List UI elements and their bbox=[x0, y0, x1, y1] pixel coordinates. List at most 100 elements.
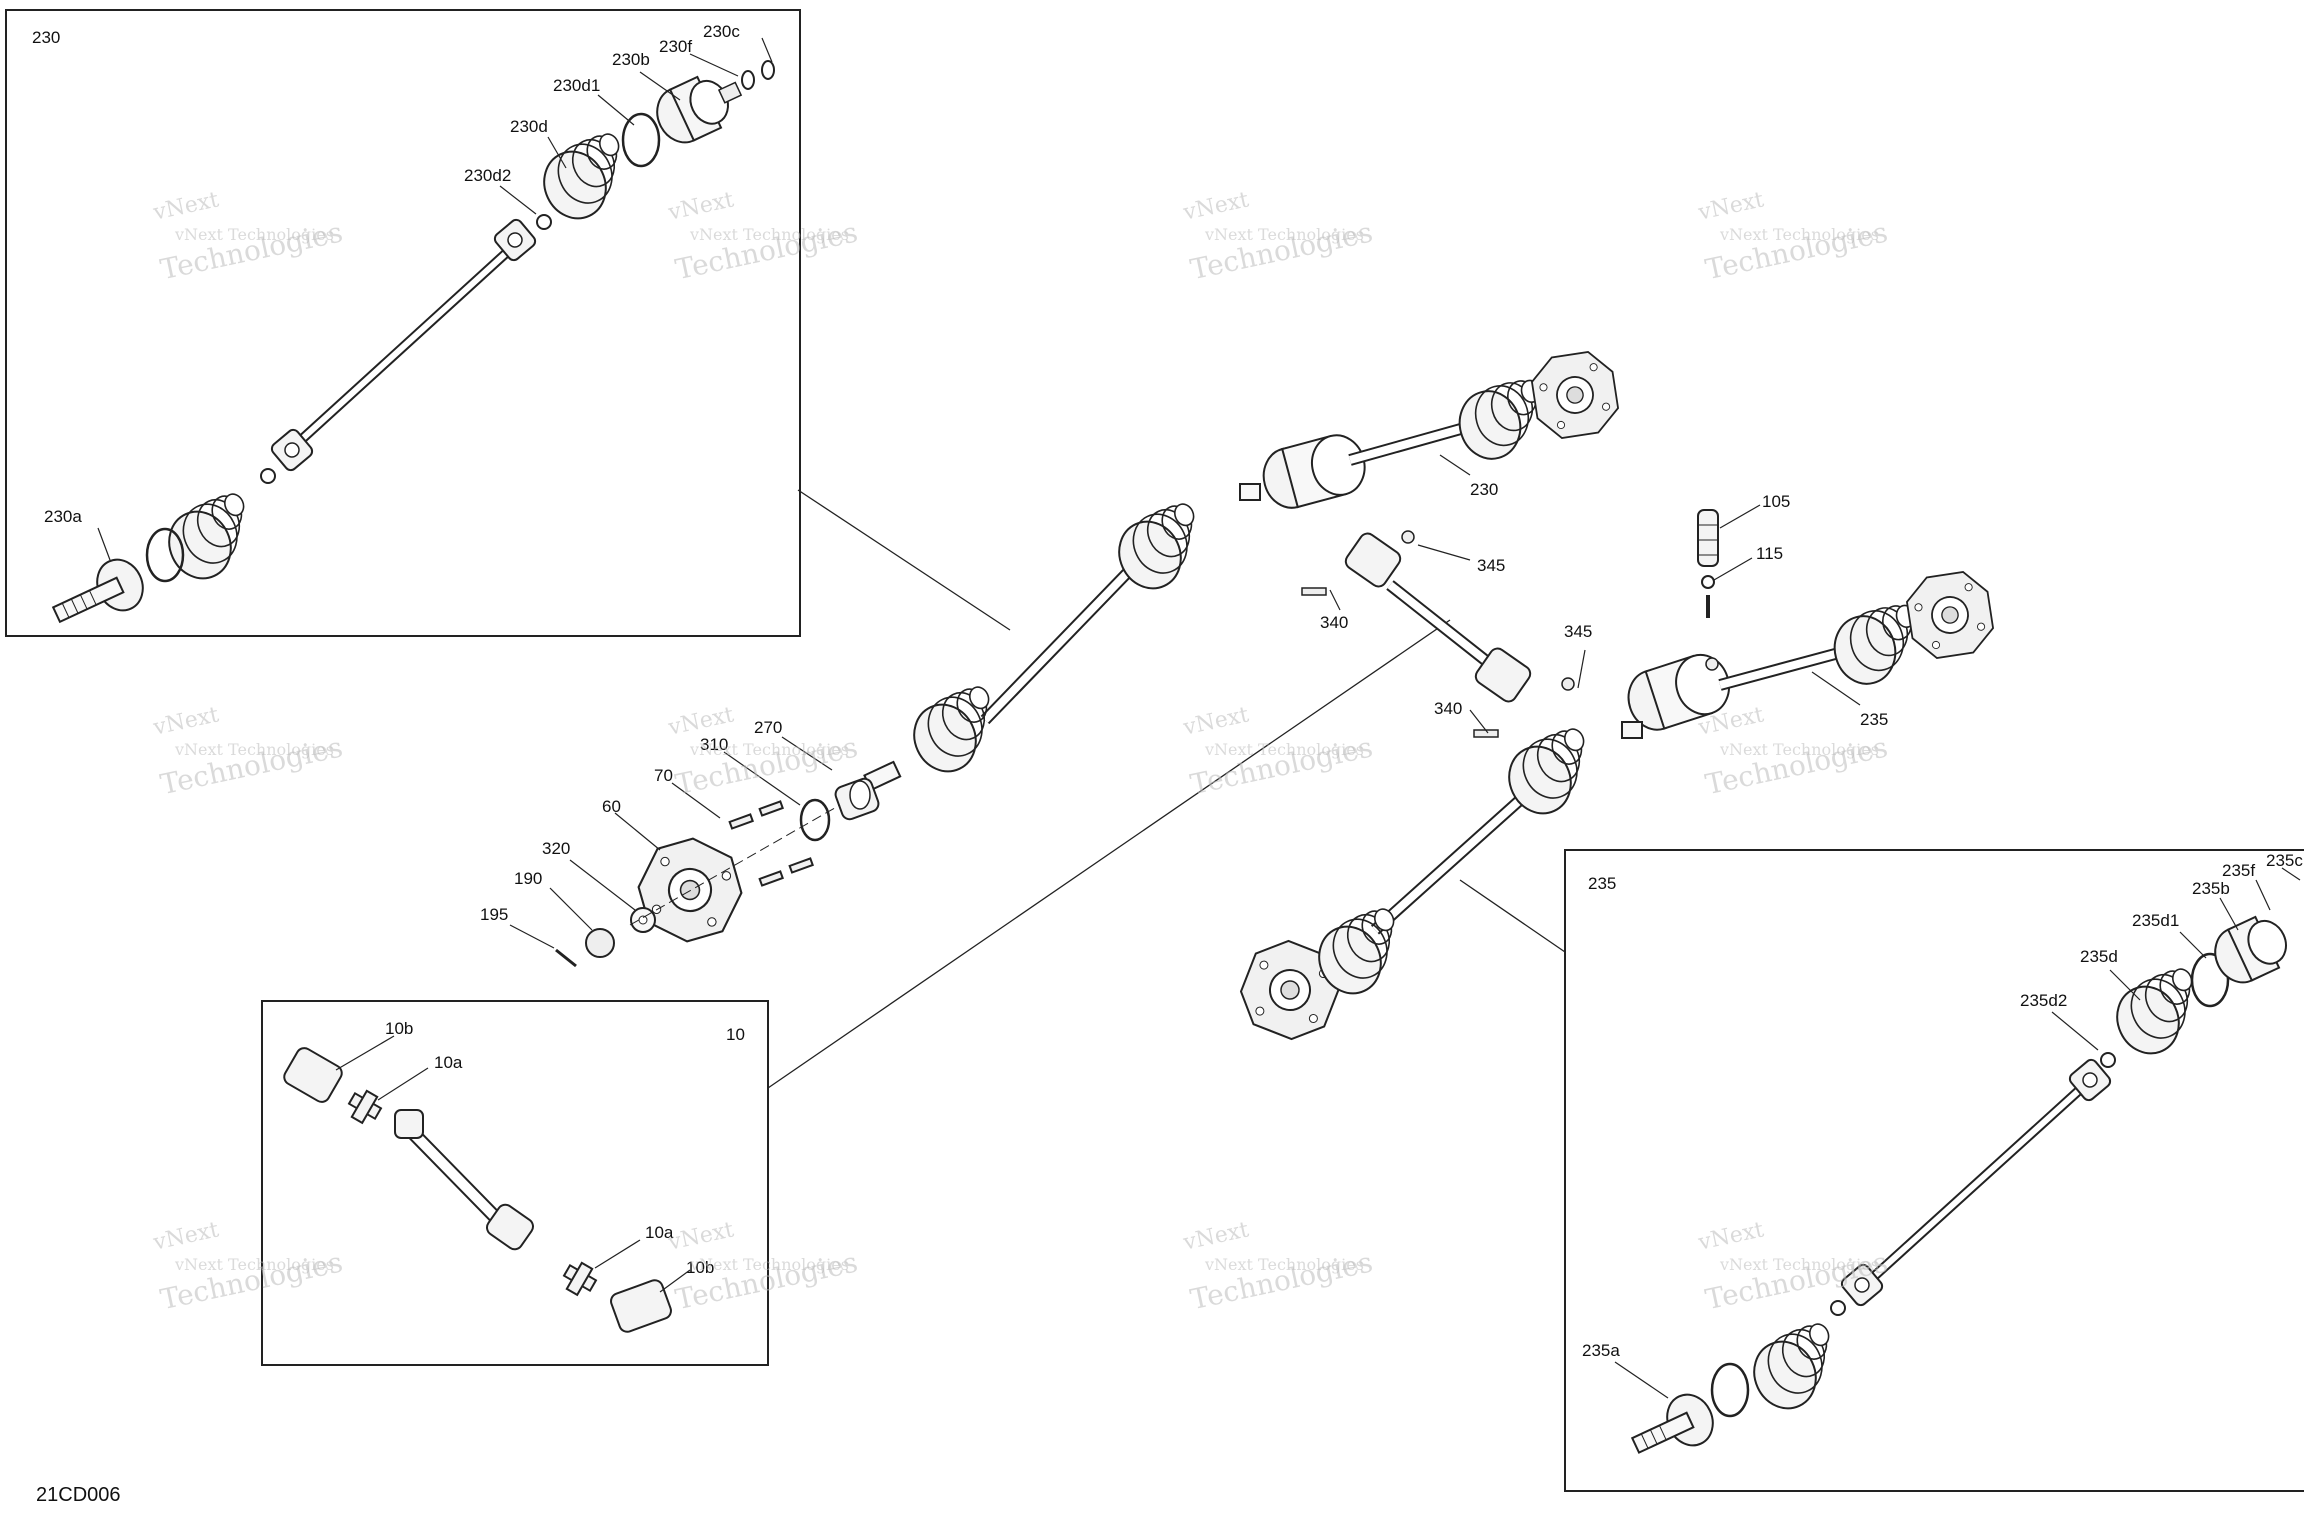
callout-70: 70 bbox=[654, 766, 673, 785]
callout-230: 230 bbox=[1470, 480, 1498, 499]
svg-text:vNext Technologies: vNext Technologies bbox=[174, 225, 334, 244]
watermark: vNext vNext Technologies Technologies bbox=[150, 187, 345, 286]
inset-230-boot-lower bbox=[156, 487, 268, 590]
watermark: vNext vNext Technologies Technologies bbox=[665, 187, 860, 286]
inset-10-yoke-lower bbox=[610, 1279, 672, 1333]
callout-310: 310 bbox=[700, 735, 728, 754]
label-10b-lower: 10b bbox=[686, 1258, 714, 1277]
svg-text:vNext: vNext bbox=[1180, 1217, 1251, 1255]
circlip-310 bbox=[799, 798, 831, 842]
callout-320: 320 bbox=[542, 839, 570, 858]
label-230c: 230c bbox=[703, 22, 740, 41]
callout-340-upper: 340 bbox=[1320, 613, 1348, 632]
wheel-hub-assembly bbox=[555, 777, 880, 968]
label-10a-lower: 10a bbox=[645, 1223, 674, 1242]
label-230d: 230d bbox=[510, 117, 548, 136]
driveshaft-230 bbox=[863, 338, 1632, 792]
label-230b: 230b bbox=[612, 50, 650, 69]
cotter-pin-195 bbox=[555, 948, 577, 968]
label-230d1: 230d1 bbox=[553, 76, 600, 95]
clamp-115 bbox=[1701, 575, 1715, 589]
watermark: vNext vNext Technologies Technologies bbox=[665, 1217, 860, 1316]
inset-235-stub-axle bbox=[1630, 1393, 1714, 1454]
callout-235: 235 bbox=[1860, 710, 1888, 729]
watermark: vNext vNext Technologies Technologies bbox=[1180, 1217, 1375, 1316]
svg-text:vNext: vNext bbox=[665, 1217, 736, 1255]
label-235d: 235d bbox=[2080, 947, 2118, 966]
svg-text:vNext: vNext bbox=[150, 187, 221, 225]
label-230f: 230f bbox=[659, 37, 692, 56]
inset-10-yoke-upper bbox=[283, 1047, 343, 1103]
svg-text:vNext: vNext bbox=[150, 702, 221, 740]
inset-235: 235 bbox=[1564, 849, 2304, 1492]
inset-230-tripod-lower bbox=[270, 428, 314, 472]
svg-text:vNext: vNext bbox=[150, 1217, 221, 1255]
label-235f: 235f bbox=[2222, 861, 2255, 880]
svg-text:vNext Technologies: vNext Technologies bbox=[689, 225, 849, 244]
callout-345-upper: 345 bbox=[1477, 556, 1505, 575]
callout-270: 270 bbox=[754, 718, 782, 737]
svg-text:vNext: vNext bbox=[1180, 702, 1251, 740]
inset-235-connector bbox=[1459, 879, 1566, 953]
inset-230-outer-cup bbox=[656, 75, 743, 144]
label-10a-upper: 10a bbox=[434, 1053, 463, 1072]
callout-60: 60 bbox=[602, 797, 621, 816]
inset-230-snap-ring bbox=[741, 70, 755, 90]
inset-10-frame bbox=[261, 1000, 769, 1366]
callout-115: 115 bbox=[1756, 544, 1783, 563]
inset-230-circlip bbox=[761, 60, 775, 80]
callout-190: 190 bbox=[514, 869, 542, 888]
inset-230-clamp-small bbox=[536, 214, 552, 230]
callout-345-lower: 345 bbox=[1564, 622, 1592, 641]
label-235b: 235b bbox=[2192, 879, 2230, 898]
svg-text:vNext: vNext bbox=[1180, 187, 1251, 225]
label-235d1: 235d1 bbox=[2132, 911, 2179, 930]
svg-text:vNext Technologies: vNext Technologies bbox=[1719, 1255, 1879, 1274]
callout-105: 105 bbox=[1762, 492, 1790, 511]
svg-text:vNext Technologies: vNext Technologies bbox=[174, 740, 334, 759]
inset-230-connector bbox=[797, 489, 1011, 631]
svg-text:vNext Technologies: vNext Technologies bbox=[1204, 225, 1364, 244]
driveshaft-235 bbox=[1233, 558, 2007, 1047]
breather-105 bbox=[1697, 509, 1719, 618]
svg-text:vNext Technologies: vNext Technologies bbox=[1204, 740, 1364, 759]
inset-235-boot-upper bbox=[2104, 962, 2216, 1065]
inset-230: 230 bbox=[5, 9, 801, 637]
watermark: vNext vNext Technologies Technologies bbox=[1695, 187, 1890, 286]
label-235a: 235a bbox=[1582, 1341, 1620, 1360]
inset-230-clamp-lower-small bbox=[260, 468, 276, 484]
callout-195: 195 bbox=[480, 905, 508, 924]
watermark: vNext vNext Technologies Technologies bbox=[150, 702, 345, 801]
svg-text:vNext Technologies: vNext Technologies bbox=[689, 740, 849, 759]
inset-235-boot-lower bbox=[1741, 1317, 1853, 1420]
inset-10-cross-upper bbox=[347, 1089, 383, 1125]
label-10b-upper: 10b bbox=[385, 1019, 413, 1038]
watermark: vNext vNext Technologies Technologies bbox=[1180, 187, 1375, 286]
watermarks: vNext vNext Technologies Technologies vN… bbox=[150, 187, 1890, 1316]
label-230d2: 230d2 bbox=[464, 166, 511, 185]
inset-10-cross-lower bbox=[562, 1261, 598, 1297]
inset-10-title: 10 bbox=[726, 1025, 745, 1044]
callout-340-lower: 340 bbox=[1434, 699, 1462, 718]
nut-190 bbox=[585, 928, 615, 958]
label-235c: 235c bbox=[2266, 851, 2303, 870]
diagram-code: 21CD006 bbox=[36, 1484, 121, 1506]
watermark: vNext vNext Technologies Technologies bbox=[1695, 702, 1890, 801]
svg-text:vNext Technologies: vNext Technologies bbox=[1719, 740, 1879, 759]
inset-230-frame bbox=[5, 9, 801, 637]
inset-230-tripod-upper bbox=[493, 218, 537, 262]
svg-text:vNext: vNext bbox=[1695, 187, 1766, 225]
propeller-shaft-10 bbox=[1301, 530, 1575, 738]
label-235d2: 235d2 bbox=[2020, 991, 2067, 1010]
label-230a: 230a bbox=[44, 507, 82, 526]
inset-230-title: 230 bbox=[32, 28, 60, 47]
watermark: vNext vNext Technologies Technologies bbox=[150, 1217, 345, 1316]
svg-text:vNext Technologies: vNext Technologies bbox=[1204, 1255, 1364, 1274]
inset-10-connector bbox=[767, 619, 1451, 1089]
svg-text:vNext: vNext bbox=[1695, 1217, 1766, 1255]
inset-230-clamp-lower-large bbox=[145, 527, 185, 583]
svg-text:vNext Technologies: vNext Technologies bbox=[1719, 225, 1879, 244]
inset-230-stub-axle bbox=[51, 558, 144, 624]
svg-text:vNext: vNext bbox=[665, 187, 736, 225]
inset-230-boot-upper bbox=[531, 127, 643, 230]
